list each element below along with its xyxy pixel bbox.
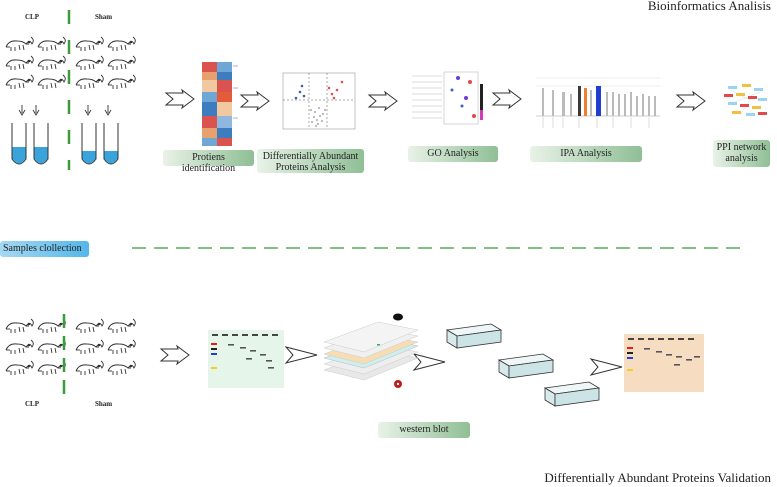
- step-label-go-analysis: GO Analysis: [408, 146, 498, 162]
- step-label-protein-identification: Protiens identification: [163, 150, 254, 174]
- gel-peach: [624, 334, 704, 392]
- group-label-sham-bottom: Sham: [95, 400, 113, 408]
- incubation-tray: [543, 381, 601, 407]
- bottom-title: Differentially Abundant Proteins Validat…: [544, 470, 771, 485]
- heatmap-thumbnail: [202, 62, 238, 146]
- triangle-arrow-icon: [412, 353, 446, 371]
- group-label-clp-bottom: CLP: [25, 400, 39, 408]
- ipa-barchart-thumbnail: [536, 77, 660, 128]
- volcano-plot-thumbnail: [282, 72, 356, 130]
- mice-grid-bottom: [5, 318, 136, 376]
- step-label-ppi-network: PPI network analysis: [713, 140, 770, 167]
- top-title: Bioinformatics Analisis: [647, 0, 771, 13]
- incubation-tray: [497, 353, 555, 379]
- gel-green: [208, 330, 284, 388]
- go-dotplot-thumbnail: [412, 71, 483, 125]
- step-label-ipa-analysis: IPA Analysis: [530, 146, 642, 162]
- group-label-clp: CLP: [25, 13, 39, 21]
- section-divider: [132, 247, 742, 249]
- arrow-icon: [164, 88, 195, 110]
- group-divider-bottom: [62, 314, 66, 394]
- transfer-stack: [323, 313, 419, 388]
- step-label-western-blot: western blot: [378, 422, 470, 438]
- samples-collection-label: Samples clollection: [0, 241, 89, 257]
- ppi-network-thumbnail: [724, 84, 767, 116]
- arrow-icon: [159, 344, 190, 366]
- arrow-icon: [675, 90, 706, 112]
- arrow-icon: [491, 88, 522, 110]
- arrow-icon: [239, 90, 270, 112]
- triangle-arrow-icon: [589, 358, 623, 376]
- tubes-top: [11, 105, 119, 165]
- arrow-icon: [367, 90, 398, 112]
- group-divider-top: [67, 10, 71, 170]
- triangle-arrow-icon: [284, 346, 318, 364]
- incubation-tray: [445, 323, 503, 349]
- step-label-dap-analysis: Differentially Abundant Proteins Analysi…: [257, 149, 364, 173]
- group-label-sham: Sham: [95, 13, 113, 21]
